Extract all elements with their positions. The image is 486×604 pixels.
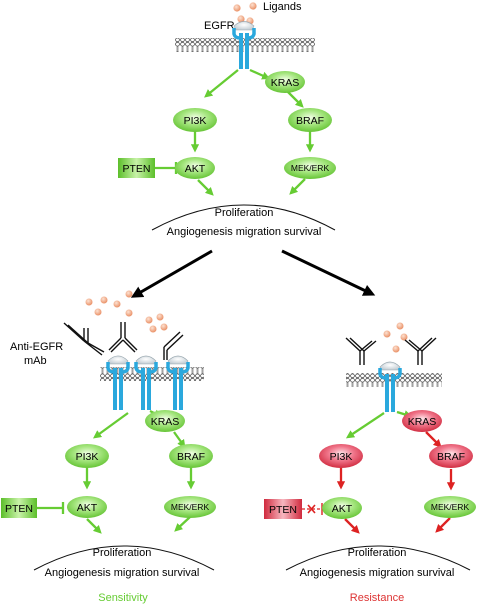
svg-text:PI3K: PI3K (76, 451, 99, 463)
ligand-dot (233, 4, 241, 12)
pten-node: PTEN (264, 499, 302, 519)
anti-egfr-label: Anti-EGFR (10, 341, 63, 353)
egfr-receptor (166, 355, 190, 410)
svg-text:AKT: AKT (332, 503, 353, 515)
ligand-dot (160, 323, 168, 331)
ligand-dot (113, 300, 121, 308)
proliferation-label: Proliferation (348, 547, 407, 559)
svg-text:MEK/ERK: MEK/ERK (291, 163, 330, 173)
angiogenesis-label: Angiogenesis migration survival (167, 226, 322, 238)
pi3k-node: PI3K (173, 108, 217, 132)
ligand-dot (249, 2, 257, 10)
ligand-dot (400, 333, 408, 341)
braf-node: BRAF (429, 444, 473, 468)
ligand-dot (85, 298, 93, 306)
resistance-caption: Resistance (350, 592, 404, 604)
antibody (108, 322, 138, 353)
top-arrows (155, 68, 315, 196)
svg-text:PTEN: PTEN (269, 504, 297, 516)
angiogenesis-label: Angiogenesis migration survival (300, 567, 455, 579)
ligand-dot (237, 15, 245, 23)
svg-text:AKT: AKT (185, 163, 206, 175)
ligand-dot (392, 345, 400, 353)
braf-node: BRAF (288, 108, 332, 132)
resistance-green-arrows (345, 410, 413, 439)
mek-erk-node: MEK/ERK (284, 157, 336, 179)
ligand-dot (125, 290, 133, 298)
resistance-panel: KRAS PI3K BRAF AKT PTEN MEK/ERK Prolifer… (264, 322, 476, 604)
outcome-sensitivity: Proliferation Angiogenesis migration sur… (33, 545, 215, 579)
akt-node: AKT (67, 496, 107, 518)
kras-node: KRAS (145, 410, 185, 432)
ligand-dot (383, 330, 391, 338)
pi3k-node: PI3K (65, 444, 109, 468)
sensitivity-caption: Sensitivity (98, 592, 148, 604)
svg-text:BRAF: BRAF (177, 451, 205, 463)
branch-arrows (130, 249, 376, 298)
ligand-dot (396, 322, 404, 330)
svg-text:PI3K: PI3K (184, 115, 207, 127)
svg-text:MEK/ERK: MEK/ERK (171, 502, 210, 512)
svg-text:KRAS: KRAS (408, 416, 437, 428)
svg-text:BRAF: BRAF (296, 115, 324, 127)
svg-text:PTEN: PTEN (5, 503, 33, 515)
ligand-dot (156, 313, 164, 321)
ligand-dot (125, 309, 133, 317)
antibody (163, 331, 184, 360)
ligand-dot (149, 325, 157, 333)
ligand-dot (100, 296, 108, 304)
svg-text:PTEN: PTEN (122, 163, 150, 175)
svg-text:BRAF: BRAF (437, 451, 465, 463)
pten-blocked-link (302, 503, 323, 515)
antibody (404, 337, 437, 365)
mek-erk-node: MEK/ERK (424, 496, 476, 518)
svg-text:PI3K: PI3K (330, 451, 353, 463)
egfr-receptor (134, 355, 158, 410)
ligand-dot (94, 308, 102, 316)
ligand-dot (145, 316, 153, 324)
kras-node: KRAS (402, 410, 442, 432)
sensitivity-panel: Anti-EGFR mAb (1, 290, 216, 604)
egfr-receptor (106, 355, 130, 410)
pten-node: PTEN (1, 498, 37, 518)
antibody (63, 322, 105, 356)
pi3k-node: PI3K (319, 444, 363, 468)
egfr-label: EGFR (204, 20, 235, 32)
braf-node: BRAF (169, 444, 213, 468)
egfr-receptor (378, 361, 402, 412)
outcome-top: Proliferation Angiogenesis migration sur… (151, 204, 336, 238)
angiogenesis-label: Angiogenesis migration survival (45, 567, 200, 579)
svg-text:KRAS: KRAS (151, 416, 180, 428)
proliferation-label: Proliferation (93, 547, 152, 559)
mab-label: mAb (24, 355, 47, 367)
ligands-label: Ligands (263, 1, 302, 13)
egfr-receptor (232, 21, 256, 69)
svg-text:KRAS: KRAS (271, 77, 300, 89)
kras-node: KRAS (265, 71, 305, 93)
mek-erk-node: MEK/ERK (164, 496, 216, 518)
akt-node: AKT (175, 157, 215, 179)
resistance-red-arrows (336, 431, 456, 534)
proliferation-label: Proliferation (215, 207, 274, 219)
antibody (345, 337, 377, 365)
pten-node: PTEN (118, 158, 155, 178)
outcome-resistance: Proliferation Angiogenesis migration sur… (285, 545, 471, 579)
akt-node: AKT (322, 497, 362, 519)
svg-text:AKT: AKT (77, 502, 98, 514)
svg-text:MEK/ERK: MEK/ERK (431, 502, 470, 512)
top-panel: Ligands EGFR KRAS PI3K (118, 1, 336, 238)
